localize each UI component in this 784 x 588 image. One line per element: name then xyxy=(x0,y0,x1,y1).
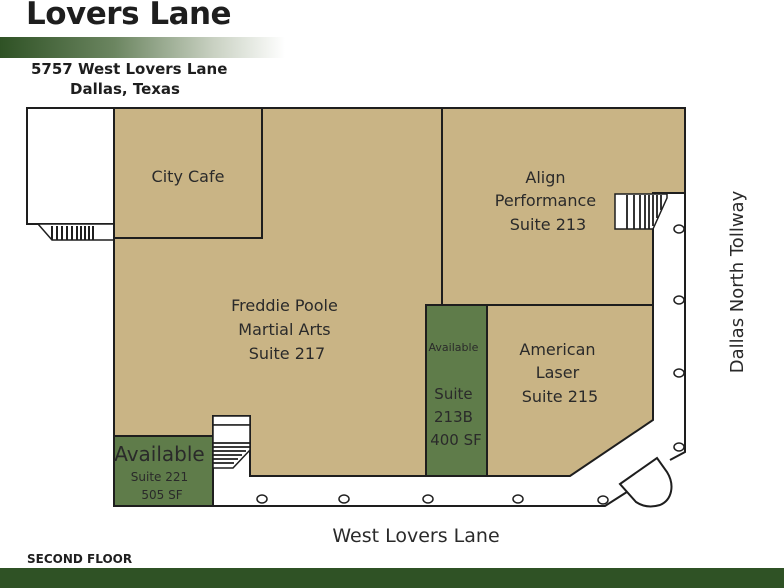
label-city-cafe: City Cafe xyxy=(152,167,225,186)
title-underline-gradient xyxy=(0,37,285,58)
footer-bar xyxy=(0,568,784,588)
stair-icon-left xyxy=(36,223,115,241)
label-suite-213b: Available Suite 213B 400 SF xyxy=(429,336,484,449)
column-markers xyxy=(256,224,685,505)
street-label-right: Dallas North Tollway xyxy=(727,190,748,373)
suite-221[interactable] xyxy=(113,435,214,507)
bay-window-feature xyxy=(618,456,673,508)
street-label-bottom: West Lovers Lane xyxy=(332,525,499,547)
core-block xyxy=(26,107,115,225)
label-suite-221: Available Suite 221 505 SF xyxy=(114,442,210,502)
page-title: Lovers Lane xyxy=(26,0,232,32)
label-suite-215: American Laser Suite 215 xyxy=(519,340,600,406)
walkway-outer-right xyxy=(669,193,686,461)
stair-icon-right xyxy=(614,193,668,230)
suite-city-cafe[interactable] xyxy=(113,107,263,239)
suite-213b[interactable] xyxy=(425,304,488,477)
label-suite-217: Freddie Poole Martial Arts Suite 217 xyxy=(231,296,343,363)
address-line-1: 5757 West Lovers Lane xyxy=(31,60,228,78)
address-line-2: Dallas, Texas xyxy=(70,80,180,98)
stair-icon-bottom xyxy=(212,415,251,469)
walkway-outer-bottom xyxy=(213,489,631,507)
floor-label: SECOND FLOOR xyxy=(27,552,133,566)
label-suite-213: Align Performance Suite 213 xyxy=(495,168,601,234)
